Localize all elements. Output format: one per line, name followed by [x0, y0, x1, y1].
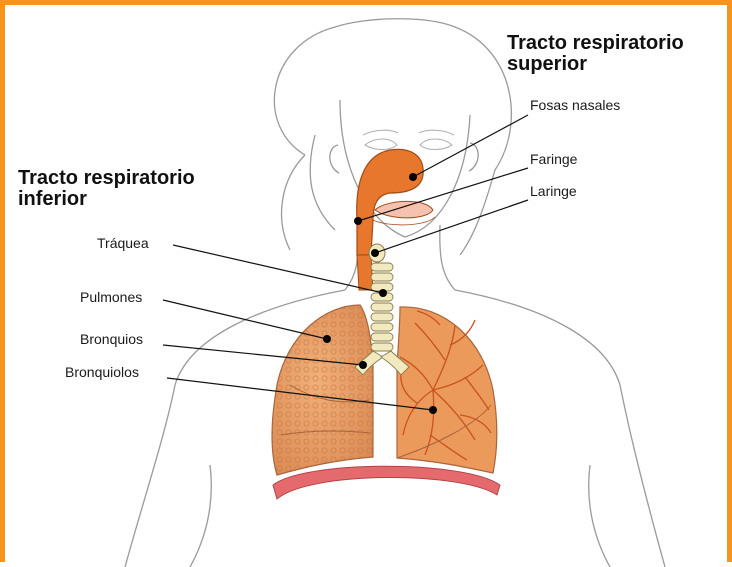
- label-bronquios: Bronquios: [80, 331, 143, 347]
- label-laringe: Laringe: [530, 183, 577, 199]
- label-bronquiolos: Bronquiolos: [65, 364, 139, 380]
- lower-tract-heading-line1: Tracto respiratorio: [18, 167, 195, 189]
- upper-tract-heading: Tracto respiratorio superior: [507, 33, 684, 75]
- upper-airway: [357, 149, 435, 290]
- eyes: [363, 130, 454, 149]
- respiratory-system-illustration: [5, 5, 732, 567]
- lower-tract-heading-line2: inferior: [18, 188, 87, 210]
- label-traquea: Tráquea: [97, 235, 149, 251]
- label-pulmones: Pulmones: [80, 289, 142, 305]
- lower-tract-heading: Tracto respiratorio inferior: [18, 168, 195, 210]
- upper-tract-heading-line1: Tracto respiratorio: [507, 32, 684, 54]
- diaphragm: [273, 466, 500, 499]
- label-faringe: Faringe: [530, 151, 577, 167]
- label-fosas-nasales: Fosas nasales: [530, 97, 620, 113]
- upper-tract-heading-line2: superior: [507, 53, 587, 75]
